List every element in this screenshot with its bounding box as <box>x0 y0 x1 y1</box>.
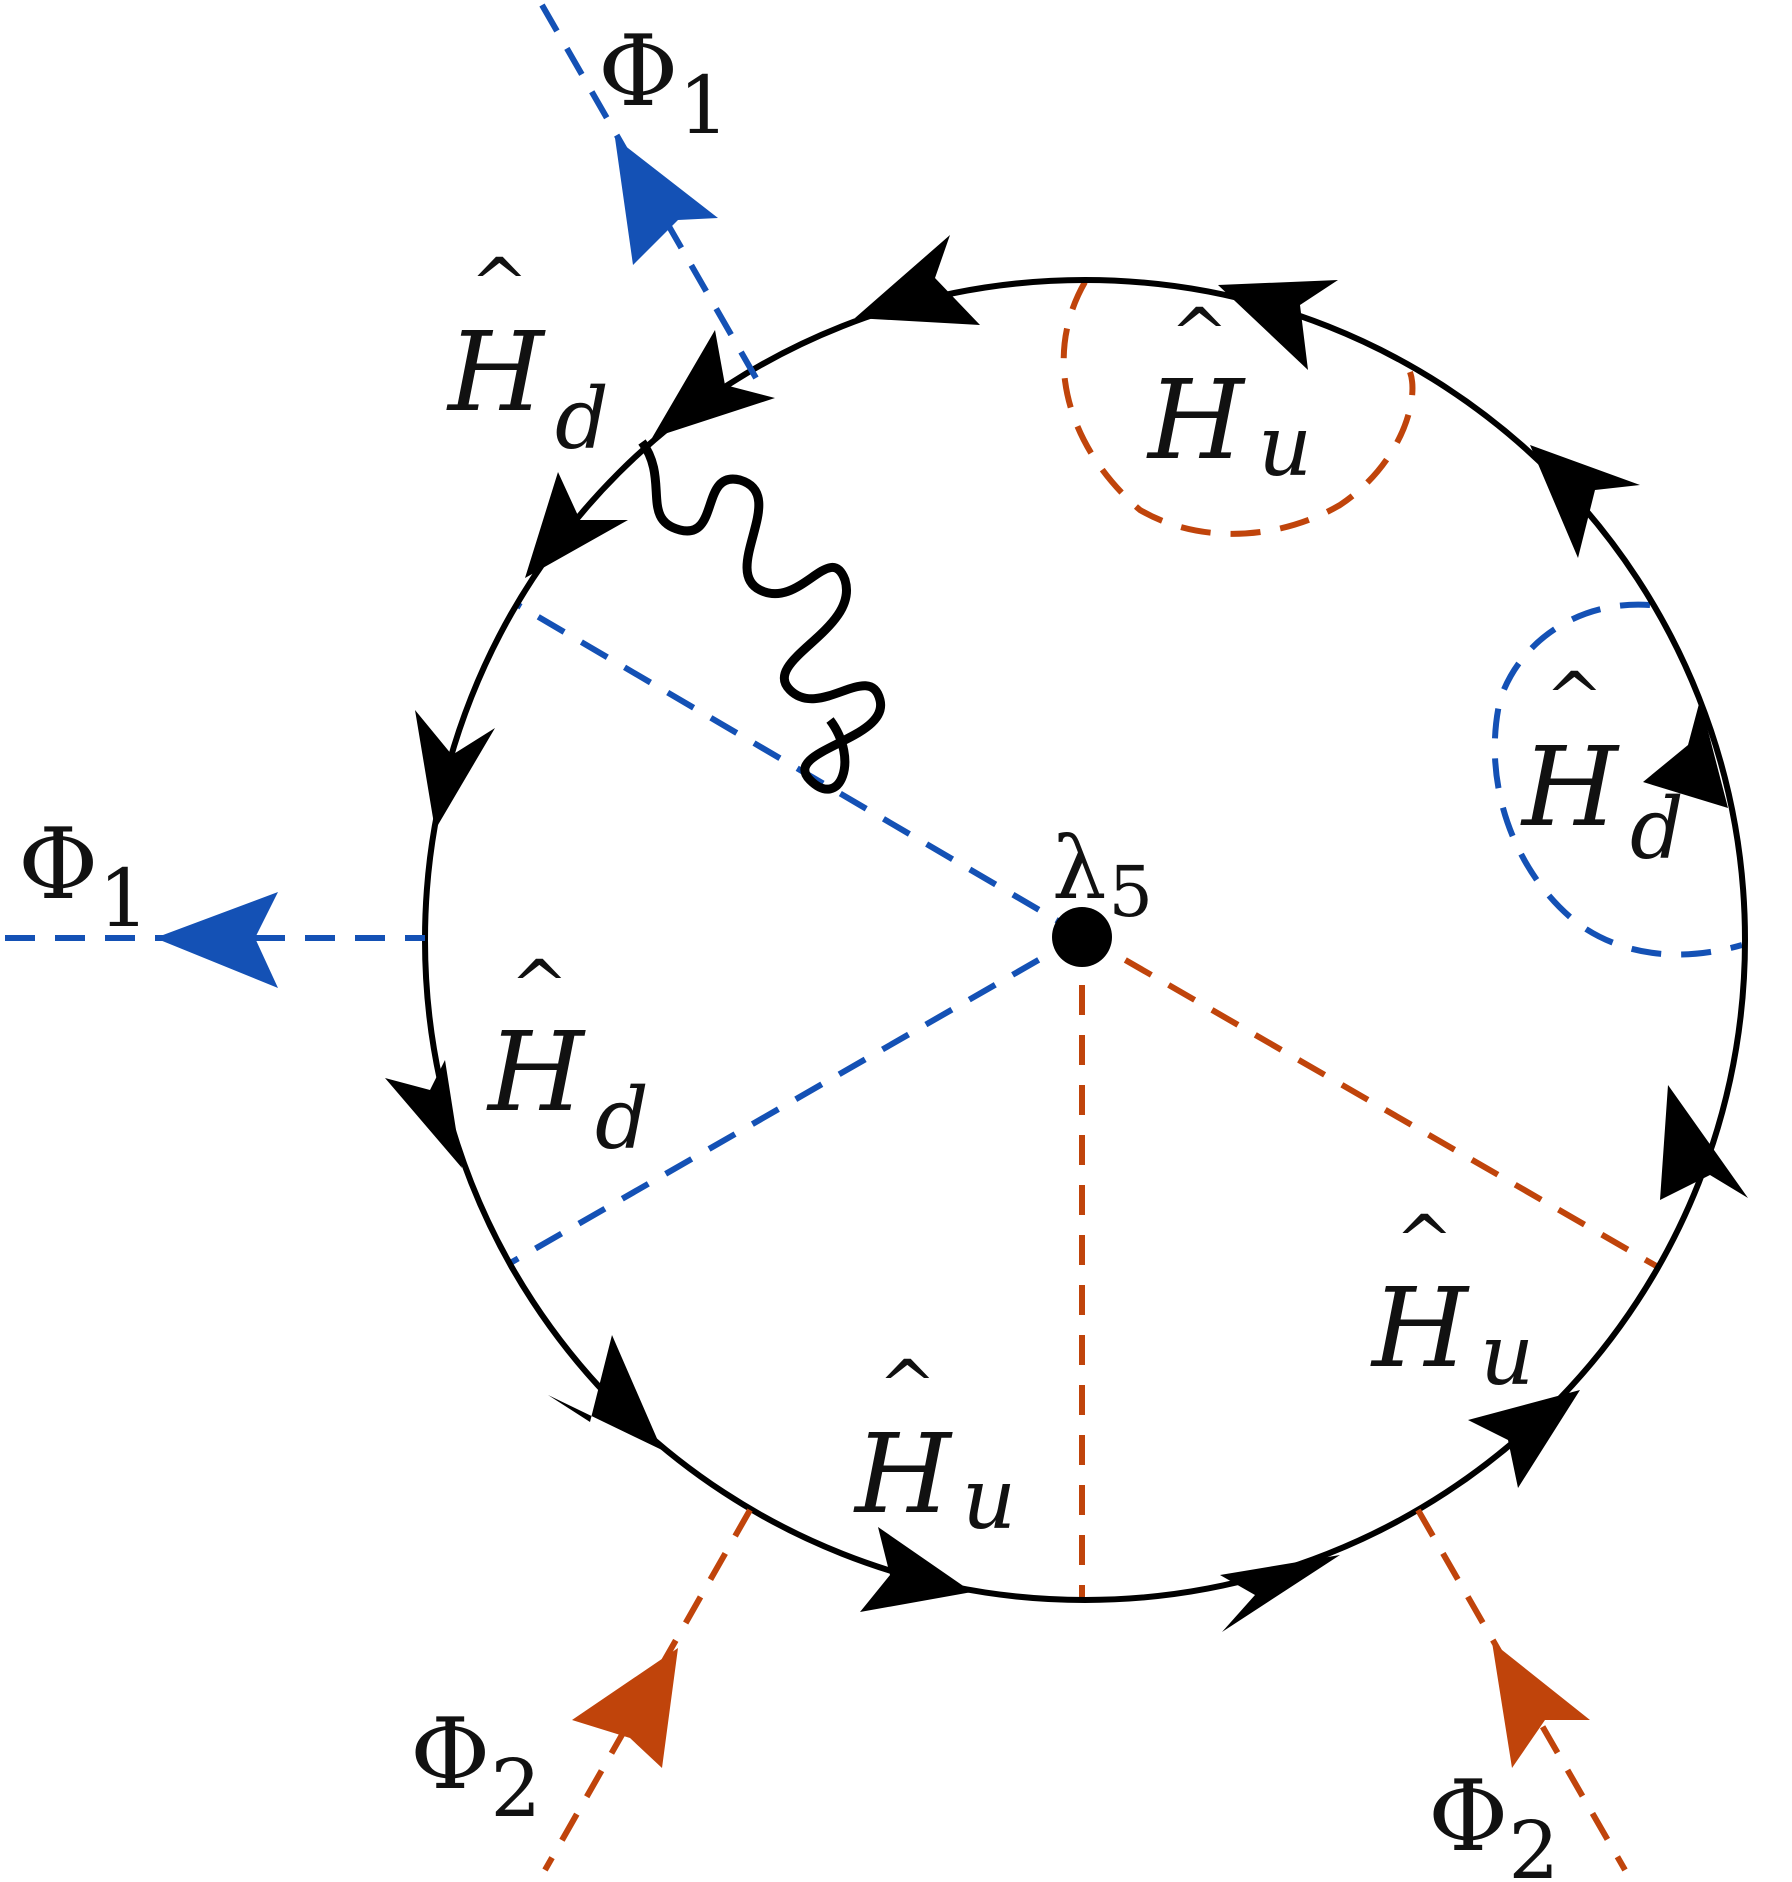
vertex-label: λ5 <box>1052 819 1153 933</box>
svg-text:^: ^ <box>510 945 569 1027</box>
loop-arrow-8 <box>860 1527 972 1612</box>
loop-arrow-12 <box>525 472 628 578</box>
label-hd-left: ^ H d <box>486 945 649 1168</box>
loop-arrow-9 <box>548 1335 662 1450</box>
loop-arrow-7 <box>1220 1555 1340 1632</box>
loop-arrow-6 <box>1468 1390 1580 1488</box>
svg-text:d: d <box>1630 780 1684 878</box>
svg-text:u: u <box>1258 397 1312 495</box>
arrow-phi2-bottom-left <box>572 1648 678 1768</box>
svg-text:u: u <box>962 1450 1016 1548</box>
svg-text:^: ^ <box>470 243 529 325</box>
external-phi1-group <box>5 3 759 941</box>
svg-text:^: ^ <box>1395 1200 1454 1282</box>
svg-text:H: H <box>1370 1264 1470 1392</box>
svg-text:^: ^ <box>1545 657 1604 739</box>
loop-arrow-5 <box>1660 1085 1748 1200</box>
loop-arrows <box>385 235 1748 1632</box>
svg-text:^: ^ <box>1170 293 1229 375</box>
loop-arrow-3 <box>1530 445 1640 558</box>
svg-text:d: d <box>595 1070 649 1168</box>
label-phi1-top: Φ1 <box>598 15 729 152</box>
hu-self-energy-arc <box>1060 280 1416 537</box>
svg-text:H: H <box>486 1008 586 1136</box>
internal-phi1-line-lower <box>510 932 1084 1265</box>
svg-text:H: H <box>1520 723 1620 851</box>
label-hu-bottom-right: ^ H u <box>1370 1200 1534 1404</box>
arrow-phi1-top <box>615 138 718 265</box>
arrow-phi1-left <box>155 892 278 988</box>
hd-self-energy-arc <box>1491 601 1743 958</box>
internal-phi2-line-right <box>1080 932 1660 1270</box>
svg-text:H: H <box>853 1410 953 1538</box>
label-hu-top-right: ^ H u <box>1146 293 1312 495</box>
internal-phi1-line-upper <box>516 602 1084 938</box>
label-hu-bottom: ^ H u <box>853 1345 1016 1548</box>
vertex-dot <box>1052 907 1112 967</box>
label-phi1-left: Φ1 <box>18 808 149 945</box>
arrow-phi2-bottom-right <box>1492 1642 1590 1768</box>
svg-text:H: H <box>446 308 546 436</box>
svg-text:d: d <box>555 370 609 468</box>
loop-arrow-11 <box>415 710 495 830</box>
svg-text:^: ^ <box>878 1345 937 1427</box>
wavy-propagator <box>638 439 885 794</box>
label-hd-right: ^ H d <box>1520 657 1684 878</box>
loop-arrow-13 <box>652 330 775 438</box>
loop-arrow-4 <box>1643 700 1728 808</box>
internal-propagators <box>510 602 1660 1597</box>
loop-arrow-10 <box>385 1060 462 1168</box>
loop-arrow-2 <box>1218 280 1338 370</box>
svg-text:H: H <box>1146 356 1246 484</box>
svg-text:u: u <box>1480 1306 1534 1404</box>
loop-arrow-1 <box>855 235 980 325</box>
label-phi2-bottom-left: Φ2 <box>410 1698 541 1835</box>
label-phi2-bottom-right: Φ2 <box>1428 1760 1559 1882</box>
label-hd-upper-left: ^ H d <box>446 243 609 468</box>
